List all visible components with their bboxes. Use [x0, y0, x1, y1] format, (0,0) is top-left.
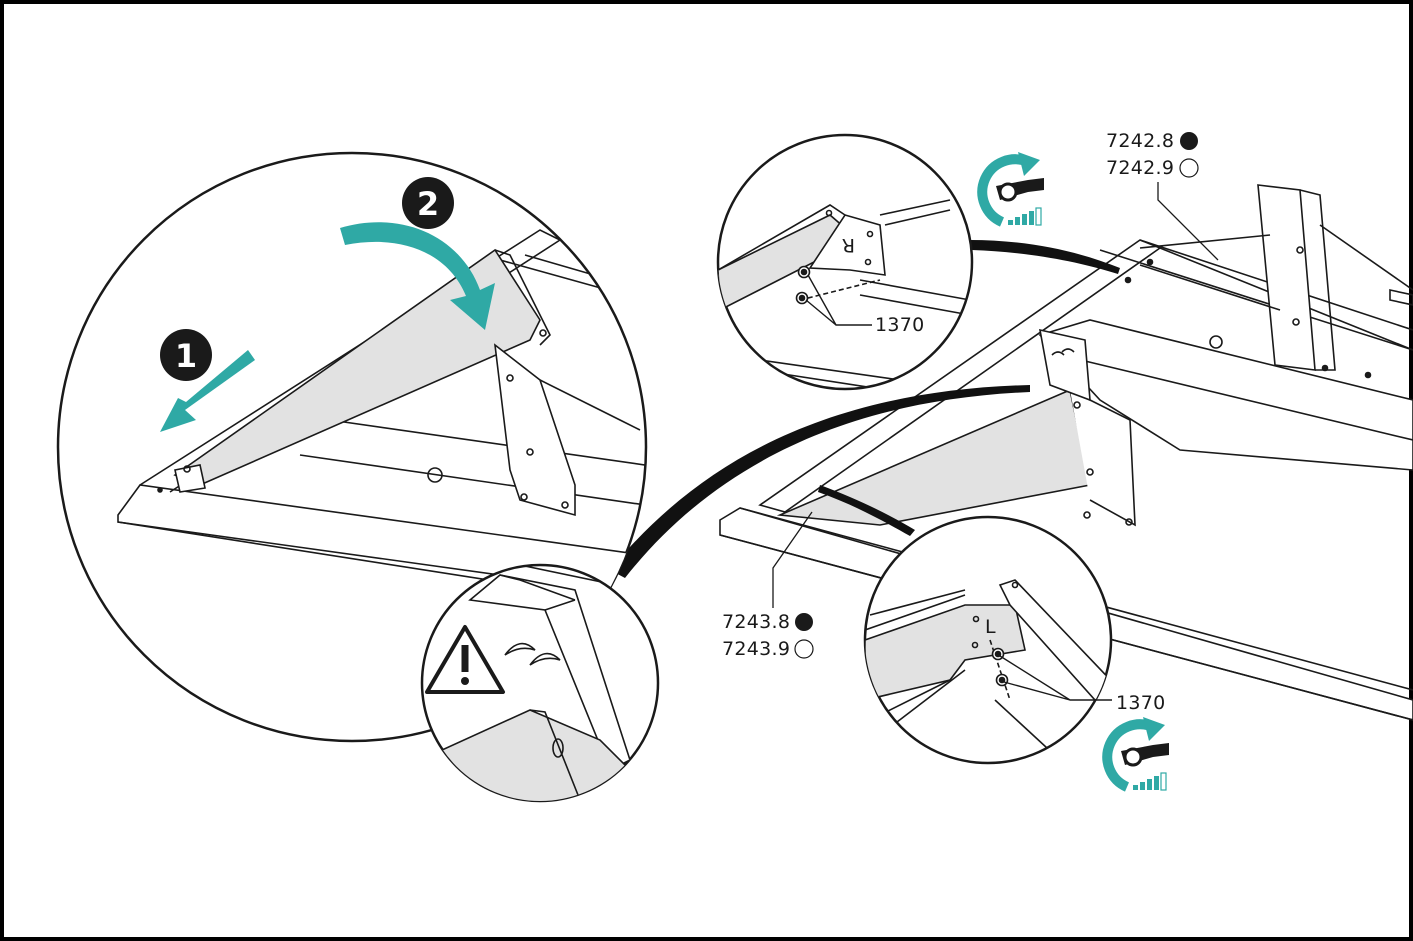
- screw-label-top: 1370: [875, 314, 925, 336]
- side-mark-left: L: [985, 616, 996, 638]
- main-assembly-view: [719, 184, 1413, 721]
- arrow-slide-icon: [160, 350, 255, 432]
- filled-dot-icon: [795, 613, 813, 631]
- part-number-light: 7242.9: [1106, 157, 1174, 179]
- top-screw-detail: R 1370: [716, 133, 974, 391]
- part-label-upper: 7242.8 7242.9: [1106, 130, 1219, 261]
- tighten-wrench-icon: [977, 152, 1044, 227]
- part-number-light: 7243.9: [722, 638, 790, 660]
- callout-connector: [818, 485, 915, 536]
- empty-dot-icon: [1179, 158, 1199, 178]
- bottom-screw-detail: L 1370: [863, 515, 1166, 765]
- part-number-dark: 7242.8: [1106, 130, 1174, 152]
- callout-connector: [610, 385, 1030, 578]
- empty-dot-icon: [794, 639, 814, 659]
- part-number-dark: 7243.8: [722, 611, 790, 633]
- tighten-wrench-icon: [1102, 717, 1169, 792]
- step-badge-1: 1: [160, 329, 212, 381]
- svg-text:2: 2: [417, 185, 439, 223]
- callout-connector: [970, 240, 1120, 274]
- svg-text:1: 1: [175, 337, 197, 375]
- part-label-lower: 7243.8 7243.9: [722, 511, 814, 660]
- side-mark-right: R: [841, 234, 855, 256]
- warning-icon: [425, 625, 505, 694]
- filled-dot-icon: [1180, 132, 1198, 150]
- screw-label-bottom: 1370: [1116, 692, 1166, 714]
- arrow-rotate-icon: [340, 222, 495, 330]
- step-badge-2: 2: [402, 177, 454, 229]
